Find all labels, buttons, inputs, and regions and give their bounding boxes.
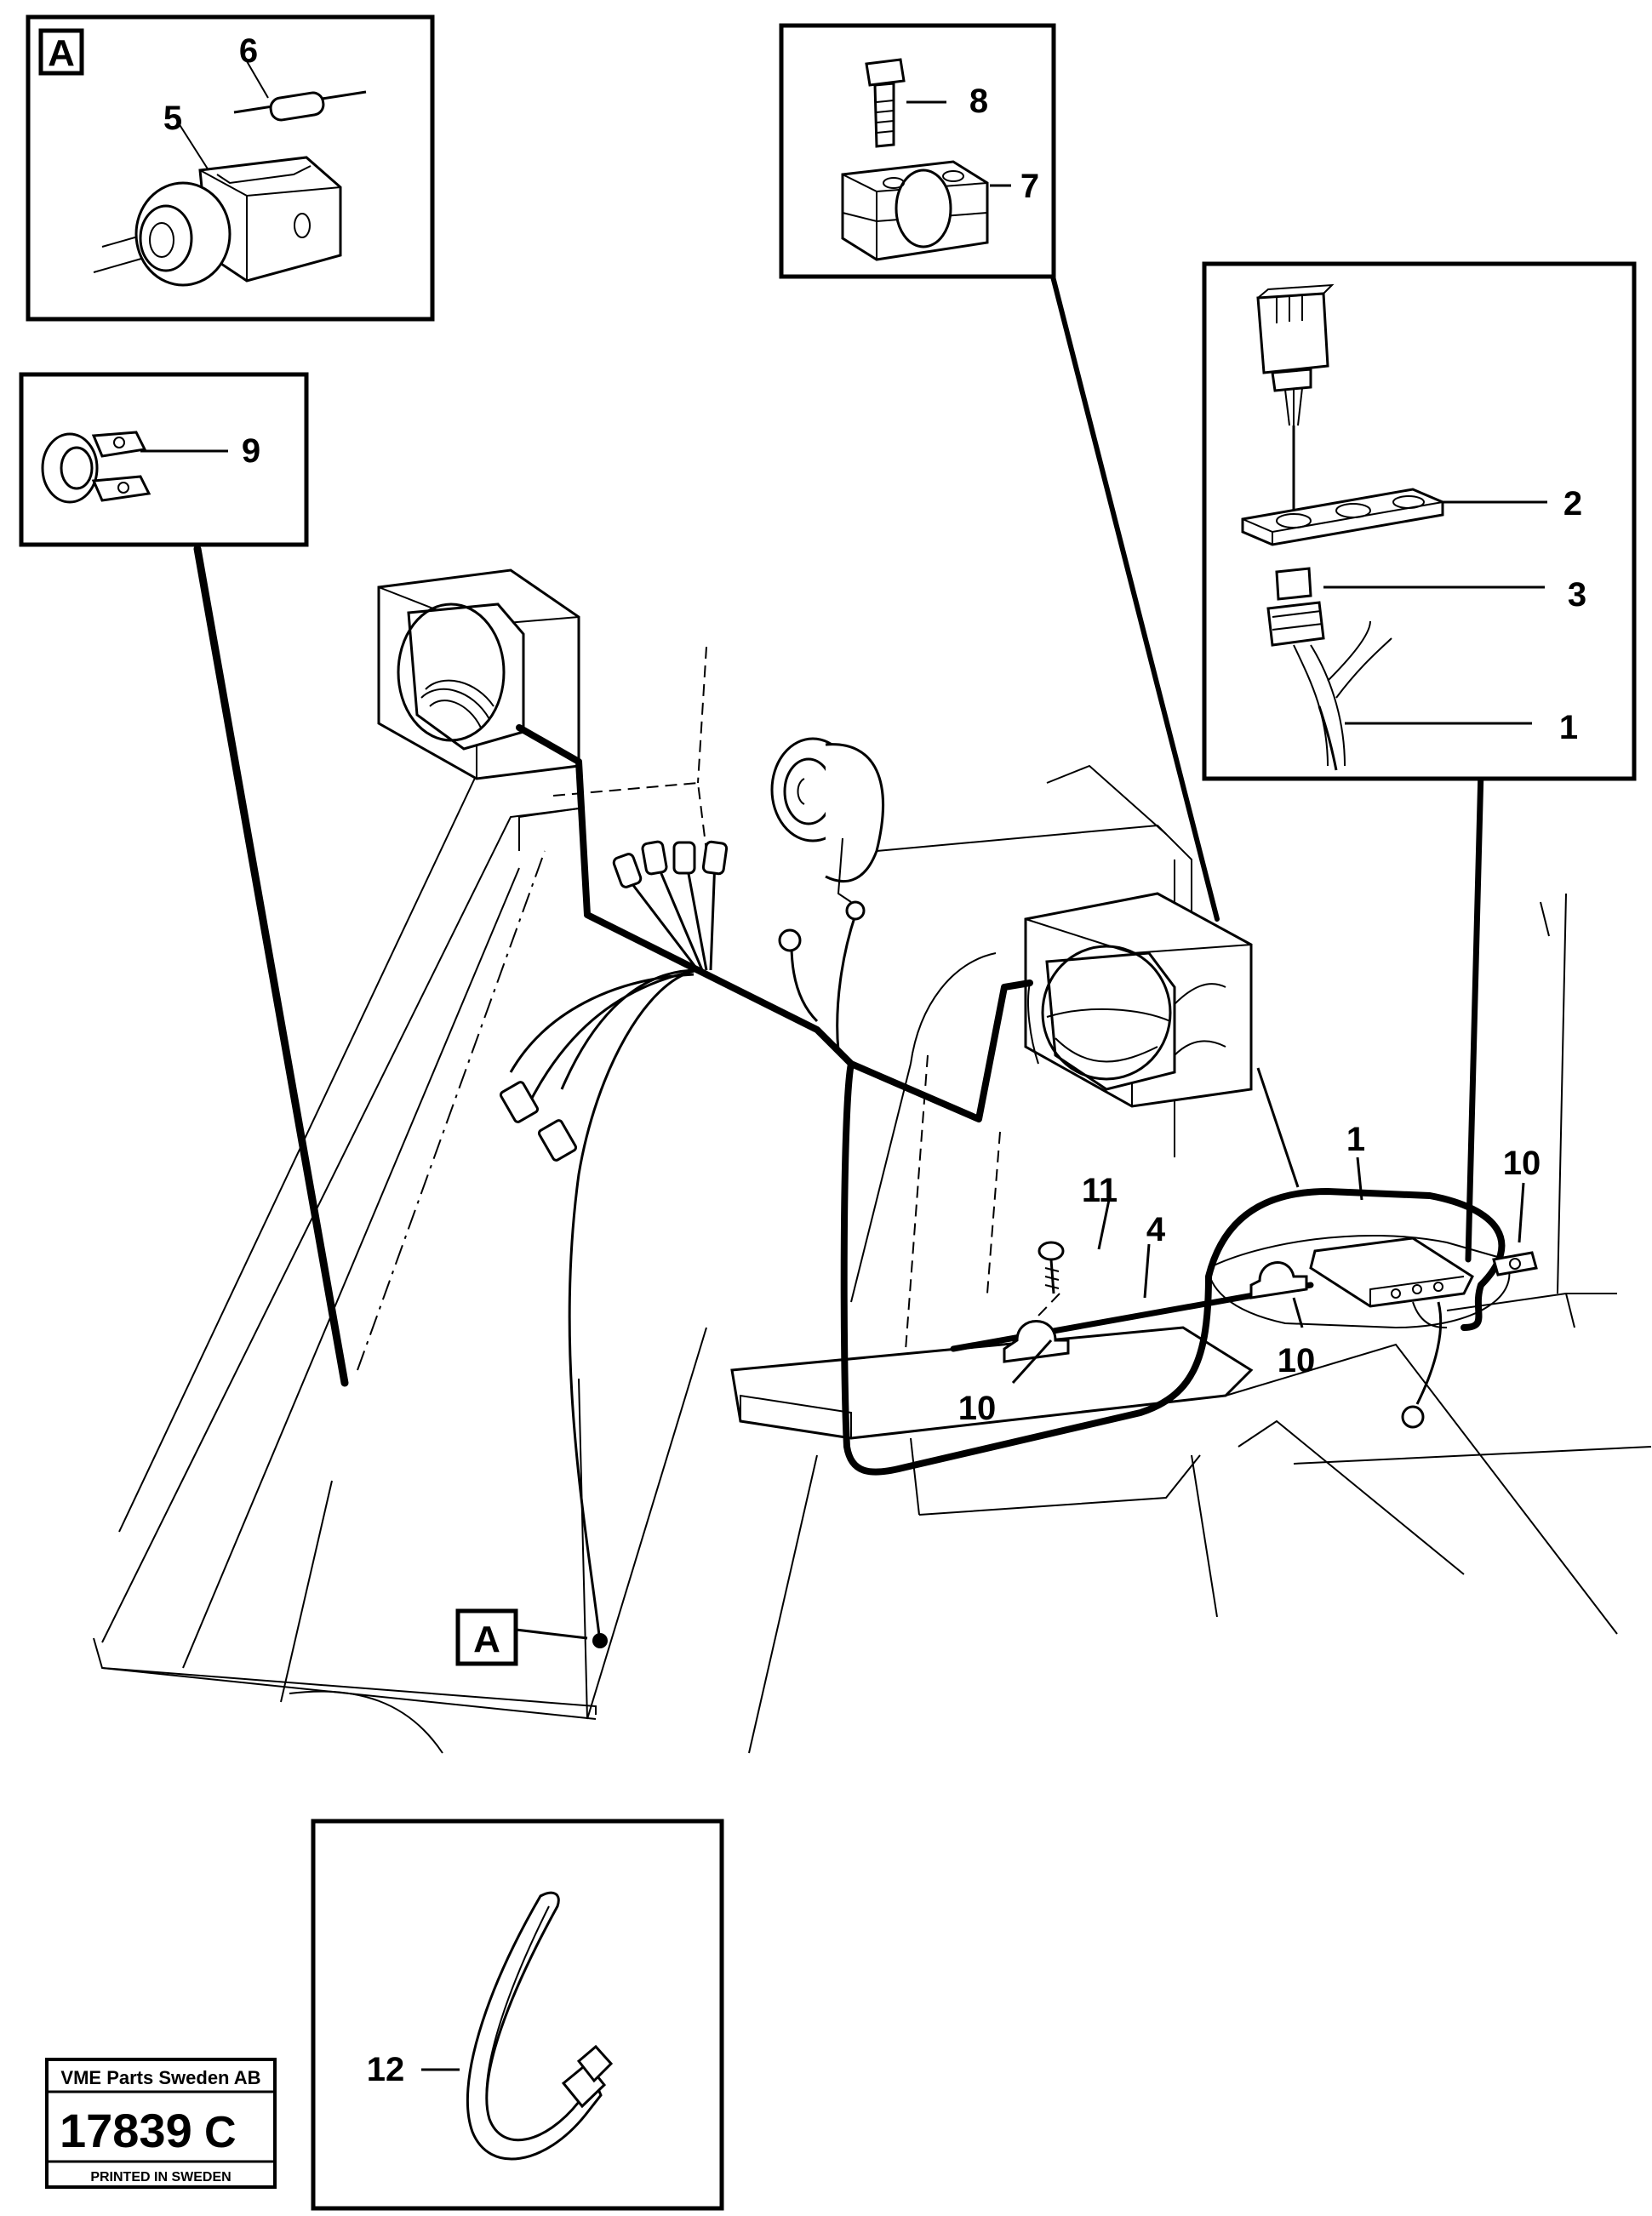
harness-connectors (612, 840, 866, 1052)
marker-a: A (455, 1608, 518, 1666)
clip-9 (41, 431, 151, 504)
relay-plate (1309, 1237, 1474, 1429)
detail-9-box: 9 (19, 372, 309, 547)
main-harness (499, 724, 1506, 1648)
document-stamp: VME Parts Sweden AB 17839 C PRINTED IN S… (45, 2058, 277, 2189)
label-6: 6 (239, 32, 258, 70)
cable-4 (950, 1237, 1538, 1429)
label-4: 4 (1146, 1211, 1166, 1248)
label-9: 9 (242, 432, 260, 470)
label-10-middle: 10 (1278, 1342, 1316, 1379)
left-work-light (377, 568, 580, 780)
label-5: 5 (163, 100, 182, 137)
screw-11 (1038, 1241, 1065, 1294)
plate-2 (1241, 488, 1444, 546)
label-7: 7 (1020, 168, 1039, 205)
machine-frame (93, 646, 1652, 1754)
label-1-main: 1 (1346, 1121, 1365, 1158)
label-12: 12 (367, 2051, 405, 2088)
cable-tie-12 (466, 1891, 614, 2161)
clamp-7 (841, 160, 989, 261)
stamp-revision: C (204, 2108, 237, 2157)
label-8: 8 (969, 83, 988, 120)
detail-1-2-3-box: 2 3 1 (1202, 261, 1637, 781)
detail-a-box: A 5 6 (26, 14, 435, 322)
detail-12-box: 12 (311, 1819, 724, 2211)
clamp-10-middle (1249, 1261, 1308, 1299)
right-work-light (1024, 892, 1253, 1108)
connector-a-end (592, 1633, 608, 1648)
plug-left-2 (537, 1119, 578, 1162)
stamp-company: VME Parts Sweden AB (60, 2067, 260, 2088)
plug-top (1256, 283, 1335, 426)
clamp-10-right (1492, 1251, 1538, 1276)
label-2: 2 (1563, 485, 1582, 523)
label-10-left: 10 (958, 1390, 997, 1427)
label-1-detail: 1 (1559, 709, 1578, 746)
connector-5 (93, 156, 342, 287)
horn (770, 737, 884, 903)
stamp-printed: PRINTED IN SWEDEN (90, 2170, 231, 2185)
detail-7-8-box: 8 7 (779, 23, 1056, 279)
stamp-number: 17839 (60, 2104, 192, 2157)
diode (233, 90, 367, 122)
label-11: 11 (1082, 1172, 1118, 1209)
leader-lines (193, 274, 1525, 1640)
label-10-right: 10 (1503, 1145, 1541, 1182)
bolt-8 (865, 58, 906, 148)
marker-a-tag: A (473, 1619, 500, 1660)
grommet-3 (1266, 567, 1392, 771)
detail-a-tag: A (48, 32, 75, 74)
plug-left-1 (499, 1081, 540, 1123)
clamp-10-left (1003, 1320, 1070, 1363)
label-3: 3 (1568, 576, 1586, 614)
